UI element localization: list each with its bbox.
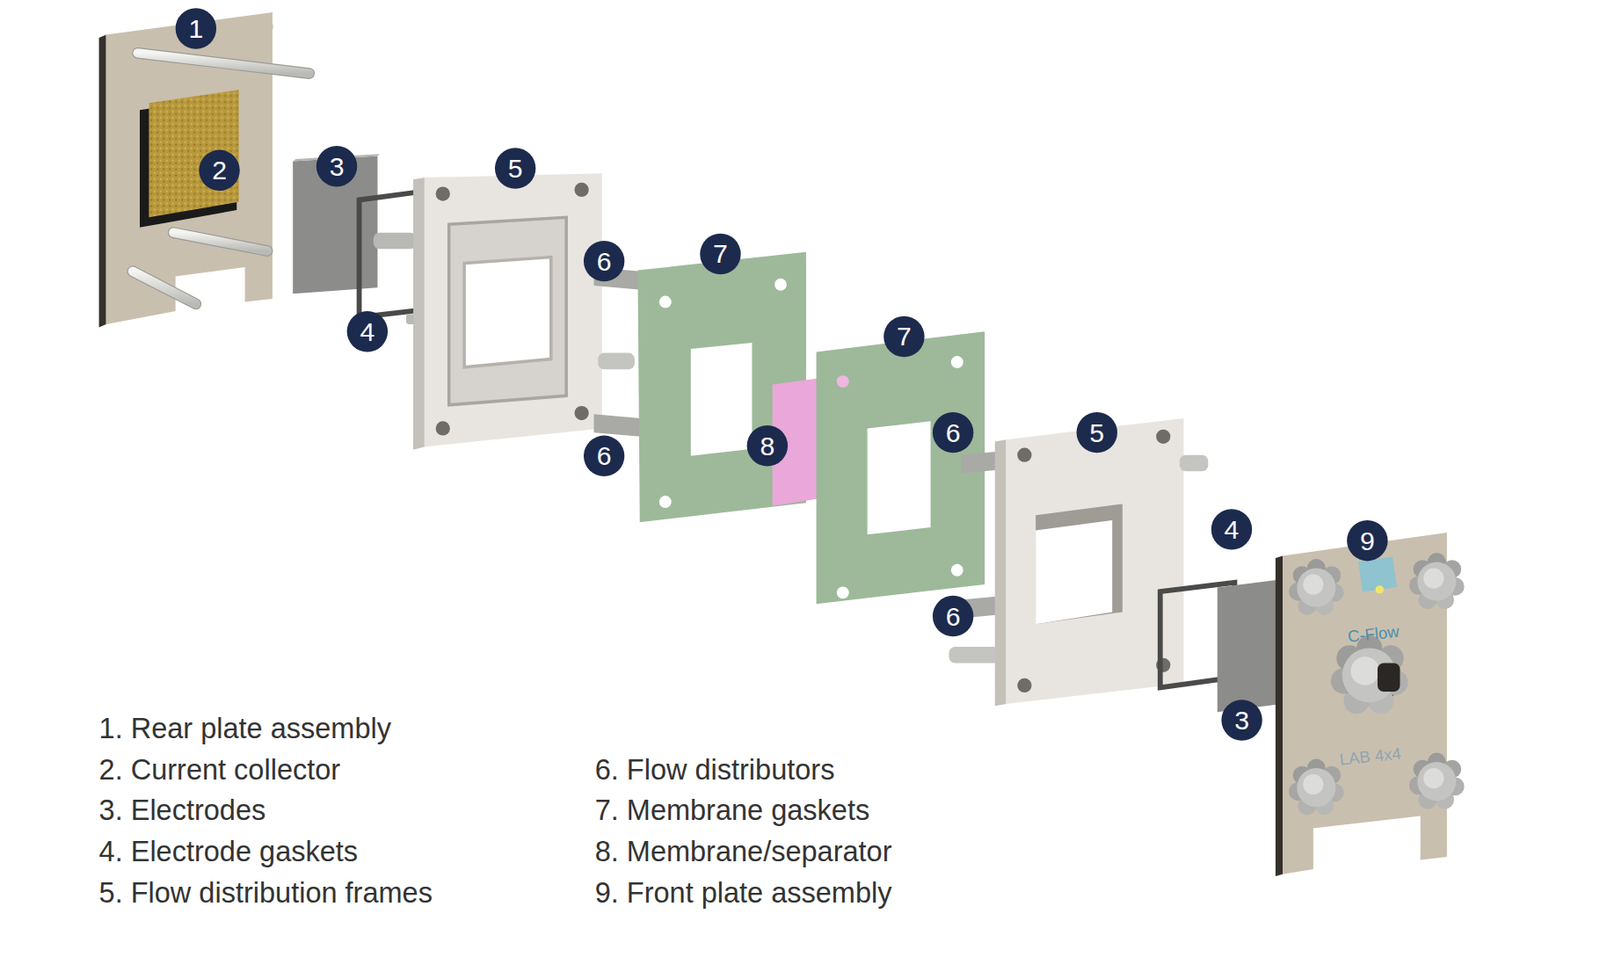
callout-number: 2 — [198, 150, 240, 191]
rod — [132, 271, 197, 305]
part-list-item: 9. Front plate assembly — [595, 877, 893, 910]
bolt-hole — [574, 182, 589, 197]
callout-number: 5 — [1076, 412, 1118, 453]
knob — [1409, 552, 1465, 610]
plate-edge — [99, 34, 107, 328]
callout-number: 3 — [316, 145, 357, 187]
bolt-hole — [659, 296, 672, 309]
frame-side — [413, 177, 425, 451]
callout-number: 6 — [932, 412, 974, 453]
bolt-hole — [836, 375, 850, 388]
bolt-hole — [951, 356, 964, 369]
plate-edge — [1275, 556, 1283, 877]
knob-shaft — [1377, 662, 1401, 691]
bolt-hole — [774, 278, 787, 291]
frame-recess — [1035, 503, 1123, 625]
flow-frame — [1005, 418, 1184, 705]
frame-recess — [449, 217, 567, 406]
part-list-item: 8. Membrane/separator — [595, 836, 893, 869]
bolt-hole — [436, 421, 451, 436]
callout-number: 6 — [583, 240, 625, 282]
bolt-hole — [1017, 448, 1032, 463]
part-list-item: 3. Electrodes — [99, 794, 267, 828]
frame-window — [464, 256, 552, 367]
rod — [138, 52, 310, 73]
bolt-hole — [1156, 429, 1171, 444]
bolt-hole — [836, 586, 850, 599]
rod — [132, 271, 197, 305]
callout-number: 8 — [747, 425, 788, 466]
callout-number: 6 — [932, 596, 974, 637]
part-list-item: 5. Flow distribution frames — [99, 877, 433, 910]
part-list-item: 4. Electrode gaskets — [99, 836, 358, 869]
rod — [173, 232, 268, 252]
nozzle — [948, 647, 1000, 664]
callout-number: 6 — [583, 436, 625, 477]
part-list-item: 7. Membrane gaskets — [595, 794, 871, 828]
callout-number: 7 — [883, 316, 924, 357]
part-list-item: 6. Flow distributors — [595, 754, 836, 787]
callout-number: 9 — [1346, 520, 1388, 561]
part-list-item: 2. Current collector — [99, 754, 342, 787]
membrane-gasket — [816, 331, 986, 604]
nozzle — [597, 353, 635, 371]
logo-dot — [1375, 585, 1384, 594]
knob — [1409, 753, 1465, 810]
frame-side — [995, 439, 1007, 706]
frame-window — [1035, 520, 1113, 625]
gasket-window — [690, 342, 753, 457]
part-list-item: 1. Rear plate assembly — [99, 712, 392, 746]
knob — [1288, 559, 1345, 616]
bolt-hole — [951, 564, 964, 577]
bolt-hole — [1017, 678, 1032, 693]
callout-number: 7 — [699, 233, 741, 275]
rod — [138, 52, 310, 73]
callout-number: 5 — [494, 147, 536, 189]
rod — [173, 232, 268, 252]
callout-number: 3 — [1221, 699, 1262, 741]
flow-frame — [424, 173, 603, 447]
flow-distributor — [594, 414, 641, 437]
knob — [1330, 635, 1409, 714]
nozzle — [1179, 455, 1208, 473]
electrode-gasket — [359, 191, 422, 318]
electrode — [1217, 579, 1282, 713]
knob — [1288, 759, 1345, 816]
bolt-hole — [659, 495, 672, 509]
bolt-hole — [574, 406, 589, 421]
callout-number: 4 — [347, 311, 388, 352]
callout-number: 1 — [175, 7, 217, 49]
callout-number: 4 — [1211, 509, 1252, 550]
bolt-hole — [436, 186, 451, 201]
nozzle — [373, 232, 417, 250]
gasket-window — [867, 421, 931, 535]
